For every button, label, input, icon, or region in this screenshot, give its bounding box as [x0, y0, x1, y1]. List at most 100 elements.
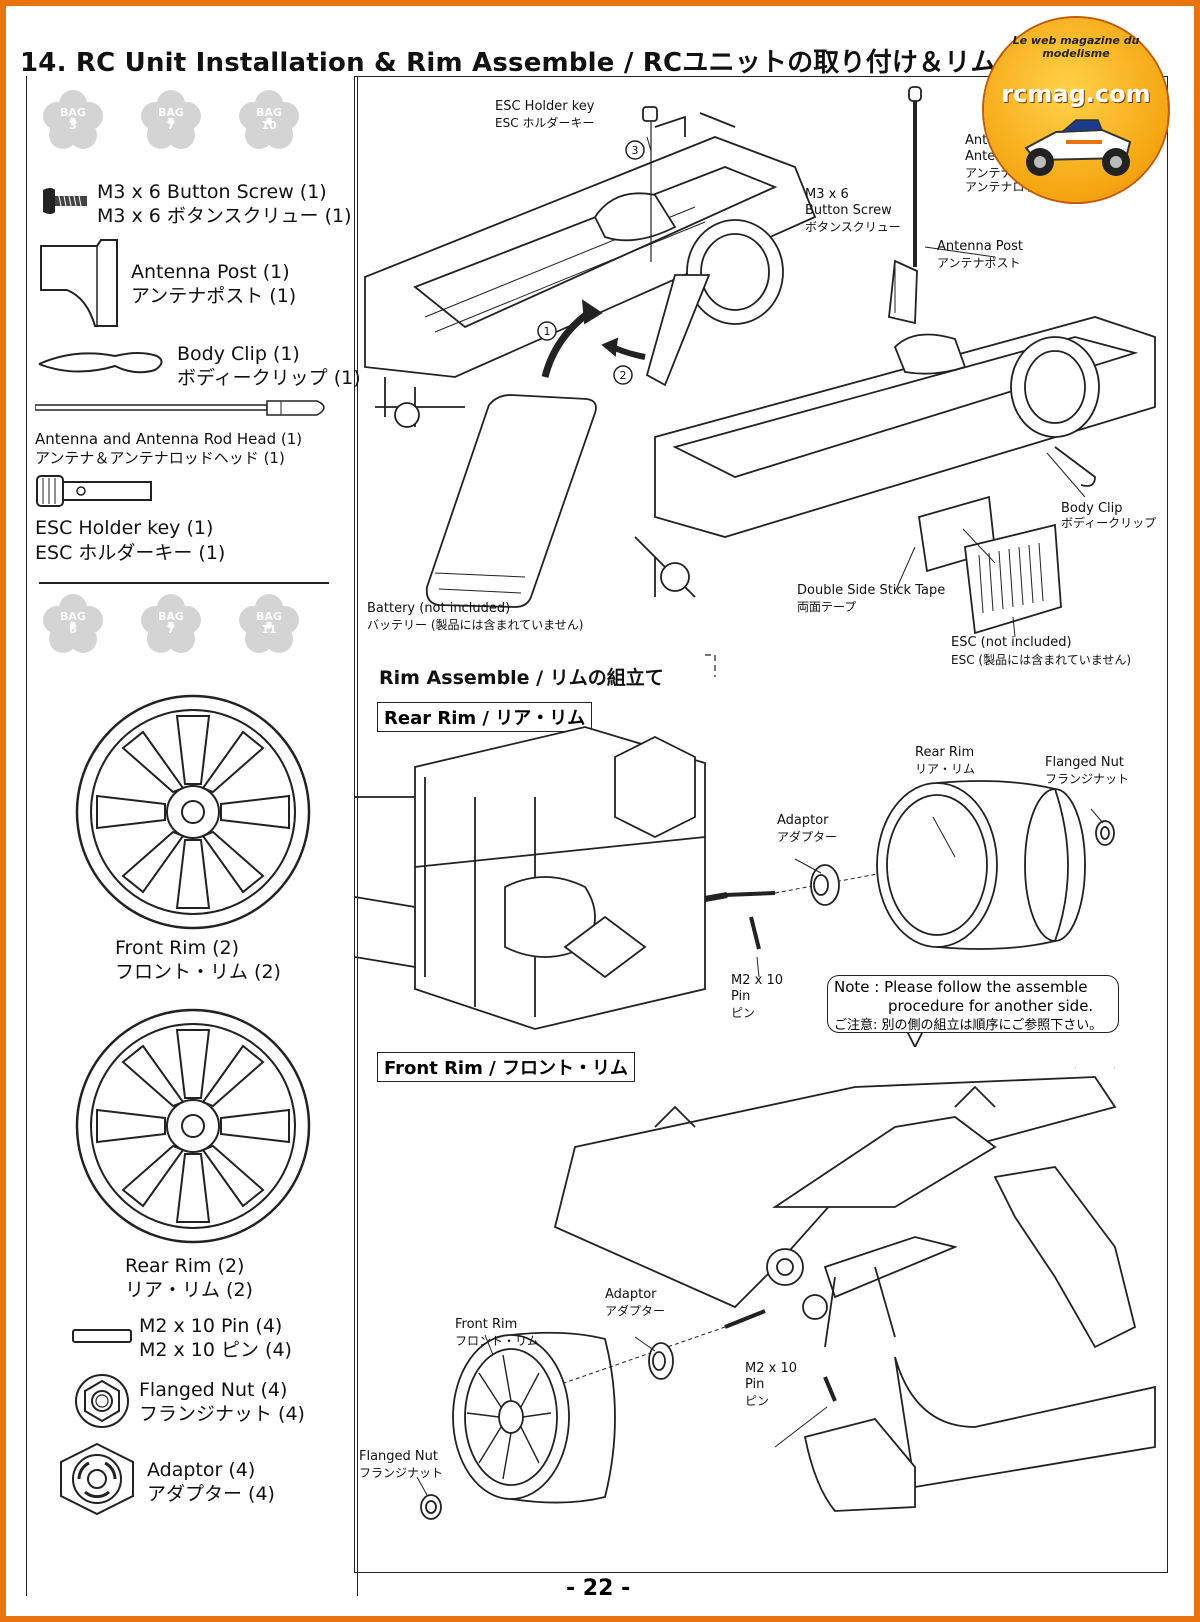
step-1: 1: [544, 325, 551, 338]
bag-label: BAG: [256, 610, 282, 623]
flower-icon: [141, 594, 201, 653]
bag-badge: BAG 11: [239, 594, 299, 654]
label-rear-adaptor-jp: アダプター: [777, 830, 838, 844]
rear-rim-icon: [75, 1008, 311, 1244]
part-antenna-en: Antenna and Antenna Rod Head (1): [35, 430, 303, 448]
bag-badge: BAG 7: [141, 90, 201, 150]
step-2: 2: [620, 369, 627, 382]
body-clip-icon: [38, 352, 163, 374]
bag-number: 7: [167, 119, 175, 132]
bag-label: BAG: [158, 106, 184, 119]
label-front-adaptor-en: Adaptor: [605, 1287, 657, 1302]
bag-number: 6: [69, 623, 77, 636]
page-title: 14. RC Unit Installation & Rim Assemble …: [20, 48, 1102, 78]
label-esc-jp: ESC (製品には含まれていません): [951, 653, 1132, 667]
flower-icon: [43, 90, 103, 149]
part-adaptor-en: Adaptor (4): [147, 1459, 256, 1481]
label-front-nut-en: Flanged Nut: [359, 1449, 438, 1464]
label-esc-key-jp: ESC ホルダーキー: [495, 116, 595, 130]
label-esc-en: ESC (not included): [951, 635, 1072, 650]
bag-badge: BAG 6: [43, 594, 103, 654]
label-rear-pin-size: M2 x 10: [731, 973, 783, 988]
part-body-clip-jp: ボディークリップ (1): [177, 367, 361, 389]
part-antenna-post-en: Antenna Post (1): [131, 261, 290, 283]
flower-icon: [239, 90, 299, 149]
part-adaptor-jp: アダプター (4): [147, 1483, 275, 1505]
label-screw-en: Button Screw: [805, 203, 892, 218]
part-rear-rim-jp: リア・リム (2): [125, 1279, 253, 1301]
label-front-rim-en: Front Rim: [455, 1317, 518, 1332]
label-front-pin-en: Pin: [745, 1377, 765, 1392]
label-rear-rim-jp: リア・リム: [915, 762, 976, 776]
label-body-clip-jp: ボディークリップ: [1061, 516, 1157, 530]
front-rim-diagram: [416, 1067, 1156, 1520]
part-screw-jp: M3 x 6 ボタンスクリュー (1): [97, 205, 352, 227]
flower-icon: [43, 594, 103, 653]
label-rear-nut-en: Flanged Nut: [1045, 755, 1124, 770]
label-rear-nut-jp: フランジナット: [1045, 772, 1130, 786]
part-body-clip-en: Body Clip (1): [177, 343, 300, 365]
bag-number: 11: [261, 623, 277, 636]
flower-icon: [239, 594, 299, 653]
adaptor-icon: [60, 1442, 134, 1516]
part-pin-jp: M2 x 10 ピン (4): [139, 1339, 292, 1361]
bag-group-1: BAG 3 BAG 7 BAG 10: [43, 90, 299, 150]
pin-icon: [72, 1329, 132, 1343]
bag-label: BAG: [256, 106, 282, 119]
diagram-panel: 3 1 2 ESC Holder key ESC ホルダーキー Antenna …: [354, 76, 1168, 1573]
label-front-pin-jp: ピン: [745, 1394, 770, 1408]
parts-column: BAG 3 BAG 7 BAG 10 M3 x 6 Button Screw (…: [26, 76, 361, 1596]
rcmag-logo[interactable]: Le web magazine du modelisme rcmag.com: [984, 18, 1168, 202]
label-antenna-jp: アンテナ: [965, 166, 1013, 180]
part-esc-key-jp: ESC ホルダーキー (1): [35, 542, 226, 564]
part-esc-key-en: ESC Holder key (1): [35, 517, 214, 539]
part-antenna-post-jp: アンテナポスト (1): [131, 285, 297, 307]
label-screw-jp: ボタンスクリュー: [805, 220, 901, 234]
rear-rim-diagram: [355, 726, 1115, 1047]
bag-number: 10: [261, 119, 277, 132]
front-rim-heading: Front Rim / フロント・リム: [377, 1052, 635, 1082]
part-nut-en: Flanged Nut (4): [139, 1379, 288, 1401]
label-antenna-post-jp: アンテナポスト: [937, 256, 1021, 270]
bag-badge: BAG 3: [43, 90, 103, 150]
note-box: Note : Please follow the assemble proced…: [827, 975, 1119, 1033]
part-rear-rim-en: Rear Rim (2): [125, 1255, 245, 1277]
bag-badge: BAG 10: [239, 90, 299, 150]
rim-section-heading: Rim Assemble / リムの組立て: [379, 667, 664, 689]
note-line-1: Note : Please follow the assemble: [834, 978, 1088, 996]
bag-number: 7: [167, 623, 175, 636]
part-front-rim-jp: フロント・リム (2): [115, 961, 281, 983]
part-nut-jp: フランジナット (4): [139, 1403, 305, 1425]
part-screw-en: M3 x 6 Button Screw (1): [97, 181, 327, 203]
rear-rim-heading: Rear Rim / リア・リム: [377, 702, 593, 732]
step-3: 3: [632, 144, 639, 157]
button-screw-icon: [43, 188, 87, 214]
label-rear-adaptor-en: Adaptor: [777, 813, 829, 828]
antenna-rod-icon: [35, 400, 325, 416]
logo-tagline: Le web magazine du modelisme: [1012, 34, 1140, 60]
label-body-clip-en: Body Clip: [1061, 501, 1123, 516]
divider: [39, 582, 329, 584]
label-front-nut-jp: フランジナット: [359, 1466, 444, 1480]
buggy-icon: [1024, 119, 1132, 176]
note-line-2: procedure for another side.: [888, 997, 1094, 1015]
label-front-rim-jp: フロント・リム: [455, 1334, 540, 1348]
bag-number: 3: [69, 119, 77, 132]
note-line-3: ご注意: 別の側の組立は順序にご参照下さい。: [834, 1018, 1103, 1033]
label-rear-rim-en: Rear Rim: [915, 745, 975, 760]
part-antenna-jp: アンテナ＆アンテナロッドヘッド (1): [35, 449, 285, 467]
bag-badge: BAG 7: [141, 594, 201, 654]
flower-icon: [141, 90, 201, 149]
label-battery-en: Battery (not included): [367, 601, 511, 616]
bag-group-2: BAG 6 BAG 7 BAG 11: [43, 594, 299, 654]
label-battery-jp: バッテリー (製品には含まれていません): [367, 618, 584, 632]
front-rim-icon: [75, 694, 311, 930]
flanged-nut-icon: [75, 1374, 129, 1428]
label-rear-pin-en: Pin: [731, 989, 751, 1004]
part-pin-en: M2 x 10 Pin (4): [139, 1315, 283, 1337]
logo-brand: rcmag.com: [1001, 80, 1151, 108]
label-screw-size: M3 x 6: [805, 187, 849, 202]
part-front-rim-en: Front Rim (2): [115, 937, 240, 959]
bag-label: BAG: [158, 610, 184, 623]
